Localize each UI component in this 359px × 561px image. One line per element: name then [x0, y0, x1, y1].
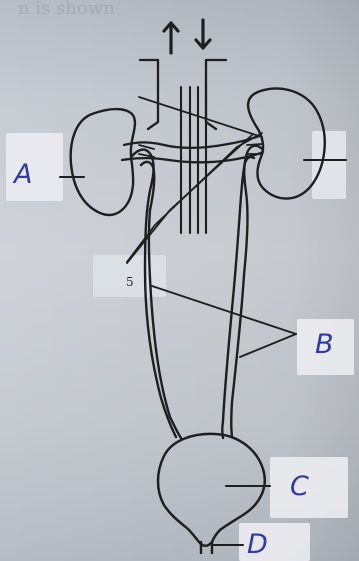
top-text: n is shown [18, 0, 115, 19]
label-patch-c [270, 457, 348, 518]
small-label: 5 [126, 275, 134, 289]
label-b: B [315, 329, 334, 360]
label-a: A [12, 159, 32, 190]
label-c: C [290, 471, 309, 502]
label-d: D [247, 529, 268, 560]
label-patch-right [312, 131, 346, 199]
